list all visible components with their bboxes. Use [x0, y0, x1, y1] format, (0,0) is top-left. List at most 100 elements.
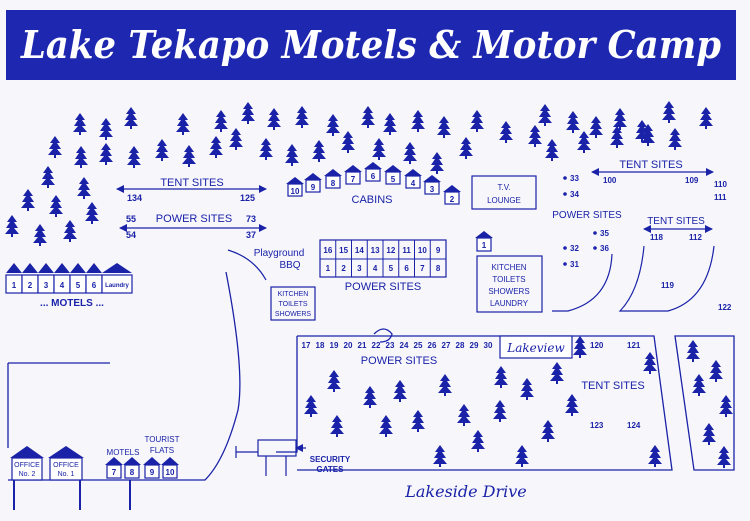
office2-line2: No. 2: [19, 471, 36, 478]
cabin-3[interactable]: 3: [423, 175, 441, 195]
cabin-2[interactable]: 2: [443, 185, 461, 205]
site-32[interactable]: 32: [570, 244, 579, 253]
power-grid-site-2[interactable]: 2: [341, 264, 346, 273]
motel-unit-8[interactable]: 8: [123, 457, 141, 479]
power-grid-site-15[interactable]: 15: [339, 246, 348, 255]
power-grid-site-16[interactable]: 16: [323, 246, 332, 255]
building-1[interactable]: 1: [475, 231, 493, 252]
tent-site-119[interactable]: 119: [661, 281, 674, 290]
laundry-unit[interactable]: Laundry: [101, 263, 133, 294]
kitchen-block-east[interactable]: KITCHEN TOILETS SHOWERS LAUNDRY: [476, 255, 543, 313]
tv-lounge[interactable]: T.V. LOUNGE: [471, 175, 537, 210]
office-no-1[interactable]: OFFICE No. 1: [48, 446, 84, 510]
pine-tree-icon: [99, 143, 113, 165]
unit-number: 9: [150, 468, 155, 477]
power-grid-site-14[interactable]: 14: [355, 246, 364, 255]
motel-unit-1[interactable]: 1: [5, 263, 23, 294]
cabin-4[interactable]: 4: [404, 169, 422, 189]
tourist-flat-9[interactable]: 9: [143, 457, 161, 479]
site-121[interactable]: 121: [627, 341, 641, 350]
power-site-23[interactable]: 23: [386, 341, 395, 350]
tent-site-112[interactable]: 112: [689, 233, 702, 242]
site-31[interactable]: 31: [570, 260, 579, 269]
power-site-21[interactable]: 21: [358, 341, 367, 350]
power-site-29[interactable]: 29: [470, 341, 479, 350]
motel-unit-3[interactable]: 3: [37, 263, 55, 294]
pine-tree-icon: [41, 166, 55, 188]
power-site-25[interactable]: 25: [414, 341, 423, 350]
power-grid-site-3[interactable]: 3: [357, 264, 362, 273]
tent-site-111[interactable]: 111: [714, 193, 727, 202]
power-site-22[interactable]: 22: [372, 341, 381, 350]
power-grid-site-5[interactable]: 5: [389, 264, 394, 273]
tent-sites-e-label: TENT SITES: [647, 216, 705, 227]
power-site-27[interactable]: 27: [442, 341, 451, 350]
site-34[interactable]: 34: [570, 190, 579, 199]
motel-unit-4[interactable]: 4: [53, 263, 71, 294]
tent-site-110[interactable]: 110: [714, 180, 727, 189]
unit-number: 7: [112, 468, 117, 477]
tent-site-122[interactable]: 122: [718, 303, 732, 312]
power-site-55[interactable]: 55: [126, 214, 136, 224]
tent-site-125[interactable]: 125: [240, 193, 255, 203]
cabin-7[interactable]: 7: [344, 165, 362, 185]
tourist-flat-10[interactable]: 10: [161, 457, 179, 479]
motel-unit-2[interactable]: 2: [21, 263, 39, 294]
motel-unit-5[interactable]: 5: [69, 263, 87, 294]
office-no-2[interactable]: OFFICE No. 2: [10, 446, 44, 510]
site-36[interactable]: 36: [600, 244, 609, 253]
power-grid-site-4[interactable]: 4: [373, 264, 378, 273]
power-sites-s-label: POWER SITES: [361, 355, 437, 367]
site-124[interactable]: 124: [627, 421, 641, 430]
site-123[interactable]: 123: [590, 421, 604, 430]
road-label: Lakeside Drive: [404, 482, 527, 501]
power-grid-site-7[interactable]: 7: [420, 264, 425, 273]
power-grid-site-13[interactable]: 13: [371, 246, 380, 255]
cabin-6[interactable]: 6: [364, 162, 382, 182]
site-35[interactable]: 35: [600, 229, 609, 238]
tent-site-109[interactable]: 109: [685, 176, 699, 185]
power-grid-site-1[interactable]: 1: [326, 264, 331, 273]
power-site-73[interactable]: 73: [246, 214, 256, 224]
cabin-icon: [443, 185, 461, 192]
tent-sites-s-label: TENT SITES: [581, 380, 644, 392]
power-site-54[interactable]: 54: [126, 230, 136, 240]
power-site-26[interactable]: 26: [428, 341, 437, 350]
site-120[interactable]: 120: [590, 341, 604, 350]
lakeview-building[interactable]: Lakeview: [499, 335, 573, 359]
tent-site-134[interactable]: 134: [127, 193, 142, 203]
power-site-17[interactable]: 17: [302, 341, 311, 350]
power-site-37[interactable]: 37: [246, 230, 256, 240]
kitchen-block-west[interactable]: KITCHEN TOILETS SHOWERS: [270, 286, 316, 321]
site-33[interactable]: 33: [570, 174, 579, 183]
power-grid-site-9[interactable]: 9: [436, 246, 441, 255]
power-site-28[interactable]: 28: [456, 341, 465, 350]
cabin-8[interactable]: 8: [324, 169, 342, 189]
motel-unit-6[interactable]: 6: [85, 263, 103, 294]
power-grid-site-10[interactable]: 10: [418, 246, 427, 255]
security-gates[interactable]: SECURITY GATES: [235, 439, 351, 476]
cabin-5[interactable]: 5: [384, 165, 402, 185]
cabin-9[interactable]: 9: [304, 173, 322, 193]
pine-tree-icon: [493, 400, 507, 422]
tent-site-118[interactable]: 118: [650, 233, 663, 242]
power-site-20[interactable]: 20: [344, 341, 353, 350]
power-site-30[interactable]: 30: [484, 341, 493, 350]
motel-unit-7[interactable]: 7: [105, 457, 123, 479]
kitchen-west-line3: SHOWERS: [275, 311, 312, 318]
pine-tree-icon: [304, 395, 318, 417]
power-grid-site-8[interactable]: 8: [436, 264, 441, 273]
pine-tree-icon: [73, 113, 87, 135]
tent-site-100[interactable]: 100: [603, 176, 617, 185]
power-site-19[interactable]: 19: [330, 341, 339, 350]
power-grid-site-12[interactable]: 12: [386, 246, 395, 255]
cabin-10[interactable]: 10: [286, 177, 304, 197]
power-site-18[interactable]: 18: [316, 341, 325, 350]
power-grid-site-6[interactable]: 6: [404, 264, 409, 273]
sites-ne: 33 34 POWER SITES 35 36 32 31: [552, 174, 622, 269]
pine-tree-icon: [74, 146, 88, 168]
map-title: Lake Tekapo Motels & Motor Camp: [20, 22, 721, 67]
power-grid-site-11[interactable]: 11: [402, 246, 411, 255]
power-site-24[interactable]: 24: [400, 341, 409, 350]
